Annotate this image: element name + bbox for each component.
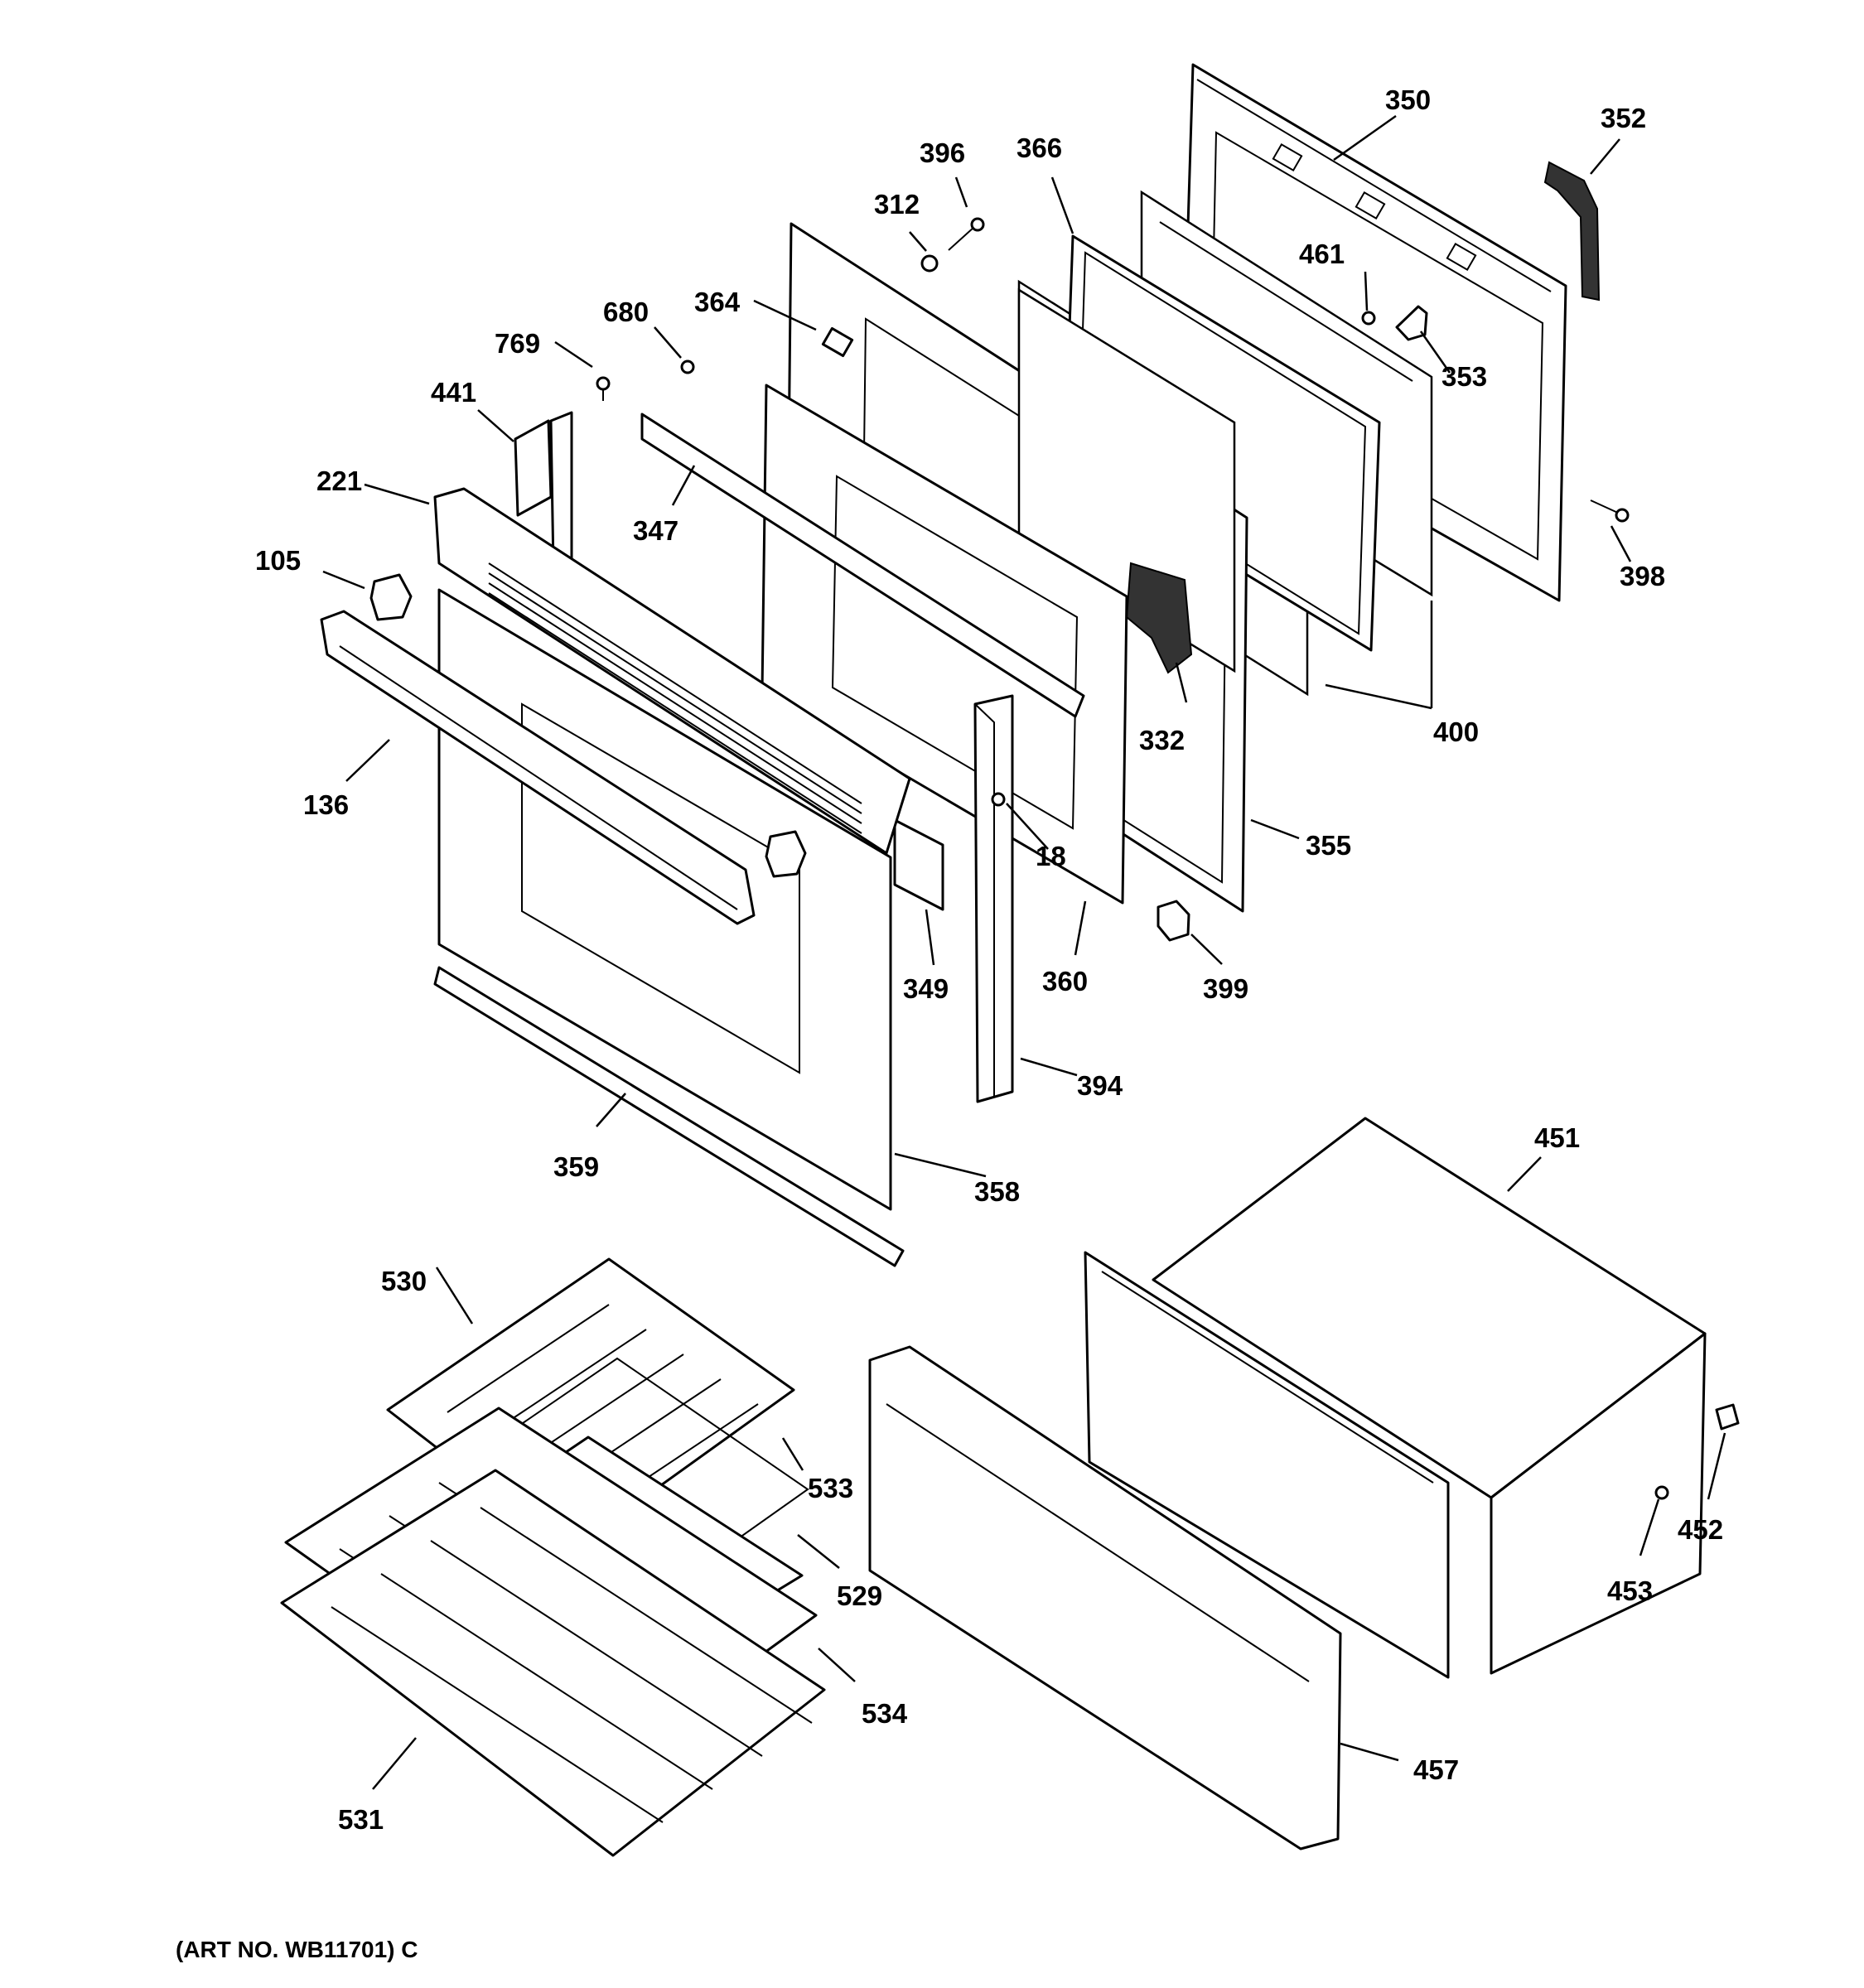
- callout-136: 136: [303, 789, 349, 820]
- callout-350: 350: [1385, 84, 1431, 115]
- callout-396: 396: [920, 138, 965, 168]
- callout-364: 364: [694, 287, 741, 317]
- part-349-door-glass-strip: [893, 818, 944, 911]
- part-359-door-bottom-trim: [433, 966, 905, 1267]
- callout-358: 358: [974, 1176, 1020, 1207]
- callout-353: 353: [1441, 361, 1487, 392]
- part-398-screw: [1590, 499, 1630, 523]
- callout-332: 332: [1139, 725, 1185, 755]
- callout-352: 352: [1601, 103, 1646, 133]
- callout-530: 530: [381, 1266, 427, 1296]
- callout-355: 355: [1306, 830, 1351, 861]
- part-441-hinge-bracket: [514, 411, 573, 569]
- part-394-door-side-trim: [973, 694, 1014, 1103]
- art-number-caption: (ART NO. WB11701) C: [176, 1937, 418, 1962]
- callout-453: 453: [1607, 1575, 1653, 1606]
- part-531-oven-rack: [280, 1469, 826, 1857]
- part-452-drawer-glide: [1715, 1403, 1740, 1431]
- callout-400: 400: [1433, 717, 1479, 747]
- callout-105: 105: [255, 545, 301, 576]
- leader-lines: [322, 114, 1726, 1790]
- part-457-drawer-front-panel: [868, 1345, 1342, 1850]
- callout-461: 461: [1299, 239, 1345, 269]
- part-221-vent-trim: [433, 487, 911, 855]
- callout-221: 221: [316, 466, 362, 496]
- callout-359: 359: [553, 1151, 599, 1182]
- part-353-hinge-bracket: [1395, 305, 1428, 341]
- callout-398: 398: [1620, 561, 1665, 591]
- part-769-screw: [596, 376, 611, 401]
- callout-451: 451: [1534, 1122, 1580, 1153]
- part-680-screw: [680, 359, 695, 374]
- callout-349: 349: [903, 973, 949, 1004]
- callout-394: 394: [1077, 1070, 1123, 1101]
- part-18-screw: [991, 792, 1006, 807]
- callout-399: 399: [1203, 973, 1248, 1004]
- callout-769: 769: [495, 328, 540, 359]
- part-352-door-gasket: [1543, 161, 1601, 302]
- callout-680: 680: [603, 297, 649, 327]
- part-312-nut: [920, 254, 939, 273]
- part-451-storage-drawer: [1084, 1117, 1707, 1679]
- callout-441: 441: [431, 377, 476, 408]
- part-396-screw: [948, 217, 985, 251]
- part-347-door-rail: [640, 413, 1085, 718]
- callout-360: 360: [1042, 966, 1088, 996]
- part-136-door-handle: [320, 610, 756, 925]
- part-399-bumper: [1157, 900, 1190, 942]
- part-453-screw: [1654, 1485, 1669, 1500]
- callout-533: 533: [808, 1473, 853, 1503]
- callout-312: 312: [874, 189, 920, 220]
- callout-347: 347: [633, 515, 678, 546]
- callout-534: 534: [862, 1698, 908, 1729]
- part-360-inner-door-panel: [761, 384, 1128, 905]
- callout-366: 366: [1017, 133, 1062, 163]
- callout-531: 531: [338, 1804, 384, 1835]
- part-461-screw: [1361, 311, 1376, 326]
- callout-457: 457: [1413, 1754, 1459, 1785]
- part-364-clip: [821, 326, 854, 358]
- callout-452: 452: [1678, 1514, 1723, 1545]
- callout-529: 529: [837, 1580, 882, 1611]
- part-105-handle-end-cap: [369, 573, 807, 878]
- callout-labels: 350 352 396 366 312 461 680 364 769 353 …: [255, 84, 1723, 1835]
- callout-18: 18: [1036, 841, 1066, 871]
